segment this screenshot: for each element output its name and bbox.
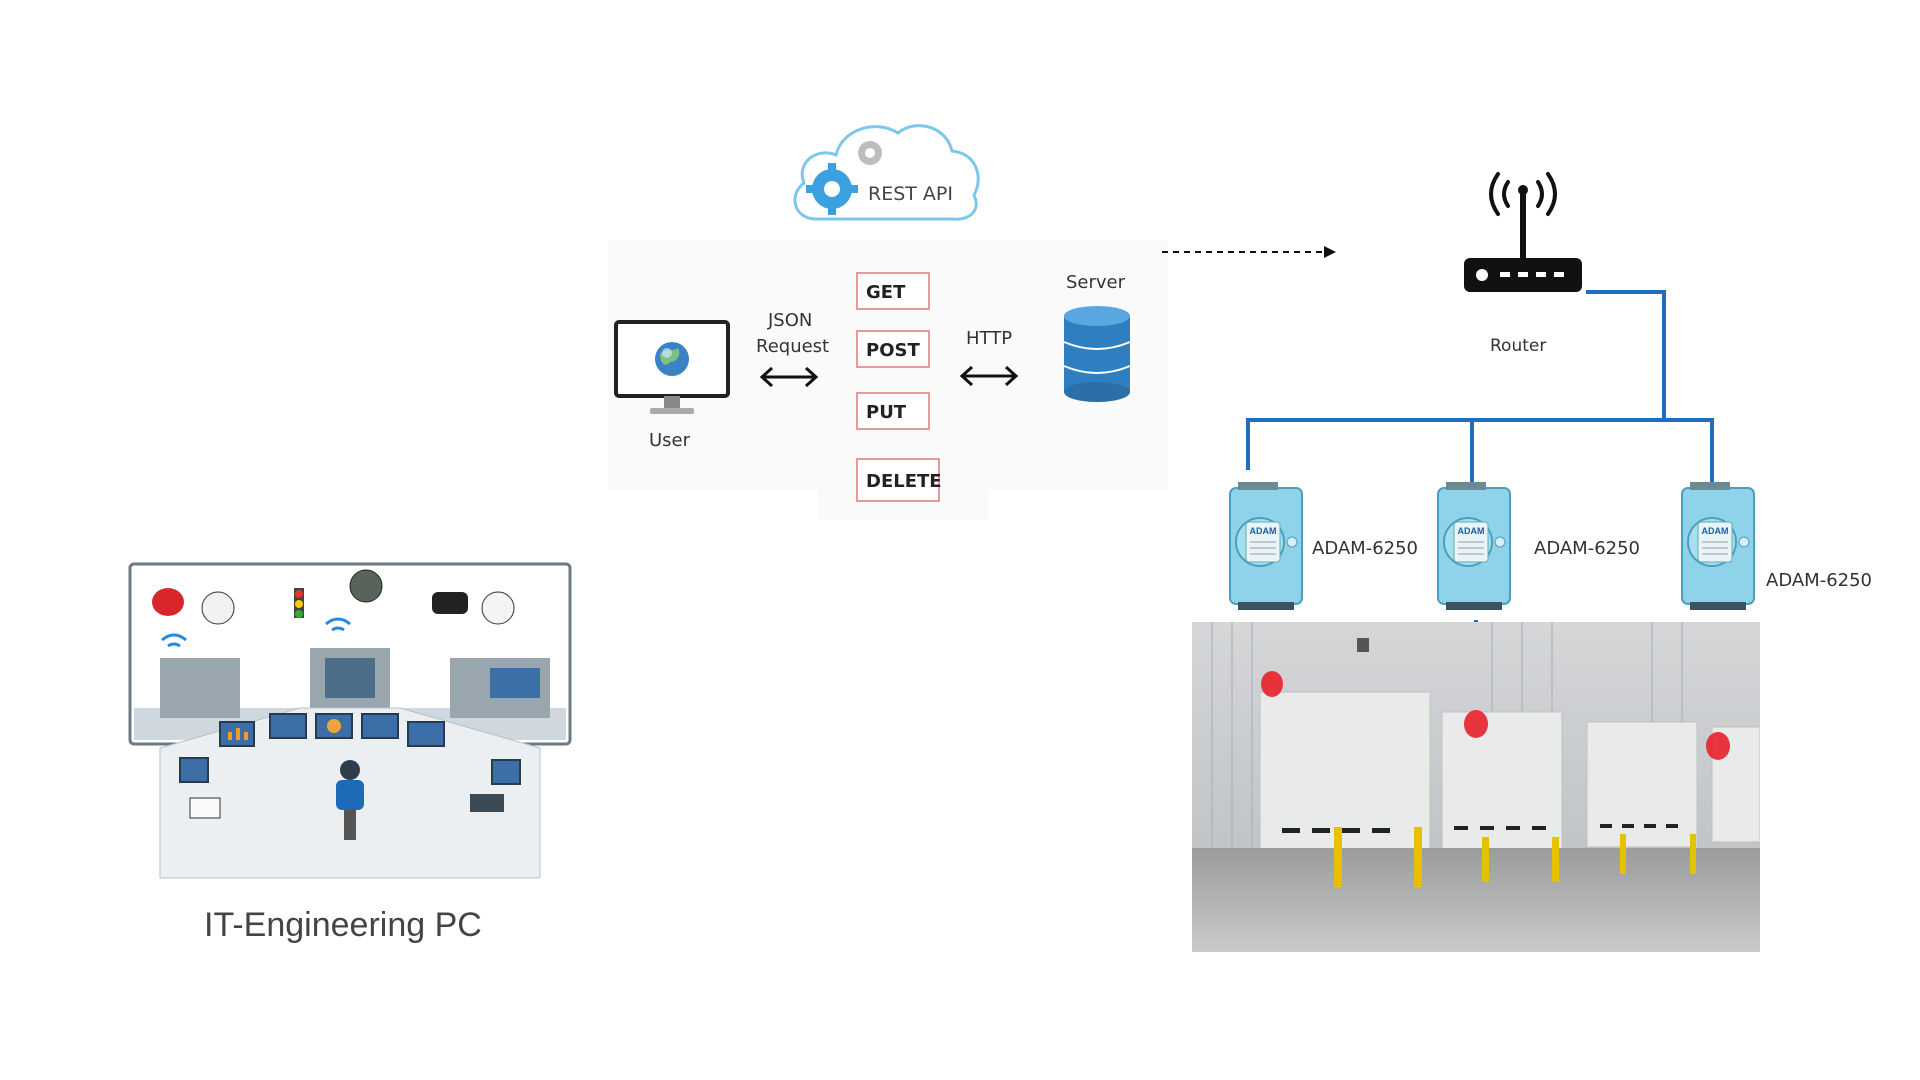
request-label: Request — [756, 336, 830, 357]
user-label: User — [649, 430, 691, 451]
double-arrow-icon — [959, 365, 1019, 387]
cloud-label: REST API — [868, 183, 953, 205]
control-room-image — [128, 562, 572, 879]
method-get: GET — [856, 272, 930, 310]
cloud-icon — [793, 124, 980, 221]
io-module-3: ADAM — [1681, 482, 1755, 610]
svg-text:ADAM: ADAM — [1458, 526, 1485, 536]
http-label: HTTP — [966, 328, 1013, 349]
module-label-3: ADAM-6250 — [1766, 570, 1873, 591]
io-module-1: ADAM — [1229, 482, 1303, 610]
svg-text:ADAM: ADAM — [1250, 526, 1277, 536]
svg-text:ADAM: ADAM — [1702, 526, 1729, 536]
gear-large — [806, 163, 858, 215]
router-label: Router — [1490, 336, 1547, 356]
module-label-2: ADAM-6250 — [1534, 538, 1641, 559]
warehouse-image — [1192, 622, 1760, 952]
router-icon — [1464, 172, 1582, 292]
monitor-icon — [614, 320, 730, 414]
database-icon — [1063, 306, 1131, 402]
json-label: JSON — [768, 310, 813, 331]
gear-small — [858, 141, 882, 165]
method-put: PUT — [856, 392, 930, 430]
server-label: Server — [1066, 272, 1126, 293]
double-arrow-icon — [759, 366, 819, 388]
method-delete: DELETE — [856, 458, 942, 502]
dashed-arrow — [1162, 246, 1336, 258]
method-post: POST — [856, 330, 930, 368]
module-label-1: ADAM-6250 — [1312, 538, 1419, 559]
pc-caption: IT-Engineering PC — [204, 906, 482, 944]
io-module-2: ADAM — [1437, 482, 1511, 610]
